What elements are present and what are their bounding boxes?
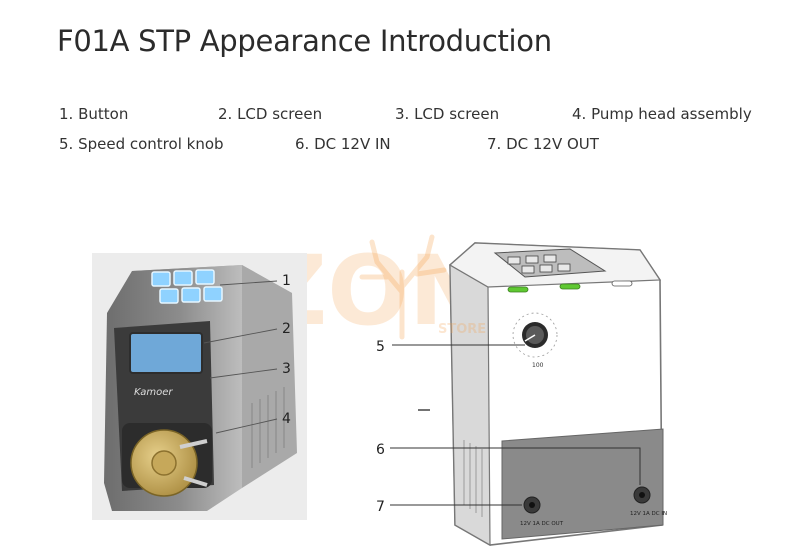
callout-6: 6 [376, 442, 385, 458]
button-panel [151, 269, 223, 304]
callout-1: 1 [282, 273, 291, 289]
label-dc-in: 6. DC 12V IN [295, 135, 391, 153]
lcd-screen [129, 332, 203, 374]
watermark-subtext: STORE [438, 322, 486, 337]
knob-scale: 100 [532, 362, 544, 369]
page-title: F01A STP Appearance Introduction [57, 24, 552, 58]
callout-2: 2 [282, 321, 291, 337]
label-button: 1. Button [59, 105, 129, 123]
brand-logo: Kamoer [134, 387, 173, 398]
led-green-1 [507, 286, 529, 293]
label-pump-head: 4. Pump head assembly [572, 105, 752, 123]
label-lcd-screen-2: 3. LCD screen [395, 105, 500, 123]
callout-4: 4 [282, 411, 291, 427]
dc-in-label: 12V 1A DC IN [630, 511, 667, 517]
callout-7: 7 [376, 499, 385, 515]
label-lcd-screen: 2. LCD screen [218, 105, 323, 123]
speed-knob-icon [512, 312, 558, 358]
label-speed-knob: 5. Speed control knob [59, 135, 224, 153]
label-dc-out: 7. DC 12V OUT [487, 135, 599, 153]
led-green-2 [559, 283, 581, 290]
callout-5: 5 [376, 339, 385, 355]
pump-photo: Kamoer 1 2 3 4 [92, 253, 307, 520]
callout-3: 3 [282, 361, 291, 377]
dc-out-label: 12V 1A DC OUT [520, 521, 564, 527]
pump-rear-drawing: 100 12V 1A DC OUT 12V 1A DC IN STORE 5 6… [376, 242, 667, 547]
led-indicator [611, 280, 633, 287]
